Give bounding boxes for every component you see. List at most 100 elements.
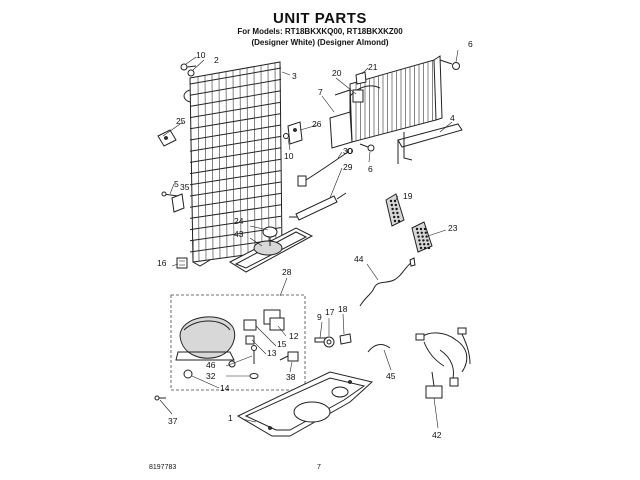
coil-tube (189, 113, 282, 130)
cover-perforation (423, 227, 427, 231)
grommet-32 (249, 373, 259, 379)
callout-25: 25 (176, 116, 186, 126)
callout-10-lower: 10 (284, 151, 294, 161)
callout-21: 21 (368, 62, 378, 72)
clip-13 (245, 335, 255, 345)
cover-perforation (397, 219, 401, 223)
cover-perforation (425, 235, 428, 238)
relay-12 (263, 309, 285, 331)
callout-26: 26 (312, 119, 322, 129)
color-variants: (Designer White) (Designer Almond) (251, 38, 389, 47)
cover-perforation (423, 242, 426, 246)
coil-wire (225, 71, 228, 258)
clip-16 (176, 257, 188, 269)
drain-pan (228, 226, 314, 273)
cover-perforation (415, 227, 419, 231)
document-number: 8197783 (149, 464, 177, 471)
cover-perforation (420, 231, 424, 235)
coil-wire (267, 63, 270, 252)
coil-wire (253, 66, 256, 254)
page-number: 7 (317, 464, 321, 471)
cover-23 (411, 221, 433, 253)
callout-6-lower: 6 (368, 164, 373, 174)
cover-perforation (419, 242, 422, 246)
cover-perforation (393, 219, 397, 223)
coil-wire (197, 76, 200, 262)
compressor (175, 316, 236, 379)
clip-5-35 (161, 191, 185, 213)
coil-tube (189, 135, 282, 152)
cover-perforation (393, 215, 396, 219)
callout-numbers: 10 2 3 25 5 35 16 26 10 6 20 21 7 4 6 30… (157, 39, 473, 440)
callout-14: 14 (220, 383, 230, 393)
callout-44: 44 (354, 254, 364, 264)
callout-24: 24 (234, 216, 244, 226)
cover-perforation (426, 239, 429, 242)
cover-perforation (422, 239, 425, 242)
pin-37 (154, 395, 166, 401)
cover-perforation (427, 246, 431, 250)
clip-21 (355, 71, 367, 85)
compressor-group-outline (170, 294, 306, 391)
callout-16: 16 (157, 258, 167, 268)
coil-wire (204, 75, 207, 261)
cover-perforation (397, 215, 400, 219)
screw-6-lower (359, 143, 375, 152)
coil-tube (189, 192, 282, 208)
callout-17: 17 (325, 307, 335, 317)
cover-perforation (394, 203, 398, 207)
coil-wire (274, 62, 277, 251)
coil-wire (218, 72, 221, 259)
callout-2: 2 (214, 55, 219, 65)
bracket-26 (283, 121, 303, 145)
coil-tube (189, 204, 282, 219)
fitting-17 (323, 336, 335, 348)
callout-30: 30 (343, 146, 353, 156)
callout-3: 3 (292, 71, 297, 81)
cover-perforation (390, 203, 394, 207)
callout-4: 4 (450, 113, 455, 123)
coil-tube (189, 170, 282, 186)
defrost-heater (397, 123, 463, 164)
callout-43: 43 (234, 229, 244, 239)
callout-32: 32 (206, 371, 216, 381)
callout-13: 13 (267, 348, 277, 358)
cover-perforation (391, 207, 394, 211)
callout-28: 28 (282, 267, 292, 277)
coil-wire (246, 67, 249, 255)
callout-9: 9 (317, 312, 322, 322)
coil-wire (232, 70, 235, 257)
evaporator (329, 55, 460, 149)
callout-12: 12 (289, 331, 299, 341)
callout-20: 20 (332, 68, 342, 78)
tube-44 (359, 257, 416, 307)
cover-perforation (424, 231, 428, 235)
overload-15 (243, 319, 257, 331)
base-plate (236, 371, 374, 437)
cover-perforation (417, 235, 420, 238)
callout-19: 19 (403, 191, 413, 201)
condenser-coil (183, 61, 283, 267)
coil-tube (189, 147, 282, 163)
fitting-18 (339, 333, 352, 345)
cover-perforation (396, 211, 399, 215)
cover-perforation (392, 211, 395, 215)
cover-perforation (389, 199, 393, 203)
cover-perforation (423, 246, 427, 250)
tube-45 (367, 344, 391, 353)
page-title: UNIT PARTS (273, 10, 367, 27)
cover-perforation (427, 242, 430, 246)
callout-5: 5 (174, 179, 179, 189)
cover-perforation (395, 207, 398, 211)
coil-tube (189, 181, 282, 197)
coil-tube (189, 215, 282, 231)
cord-38 (279, 351, 299, 362)
callout-37: 37 (168, 416, 178, 426)
coil-wire (260, 64, 263, 253)
drier-29 (289, 192, 347, 221)
coil-wire (211, 74, 214, 260)
callout-45: 45 (386, 371, 396, 381)
callout-38: 38 (286, 372, 296, 382)
